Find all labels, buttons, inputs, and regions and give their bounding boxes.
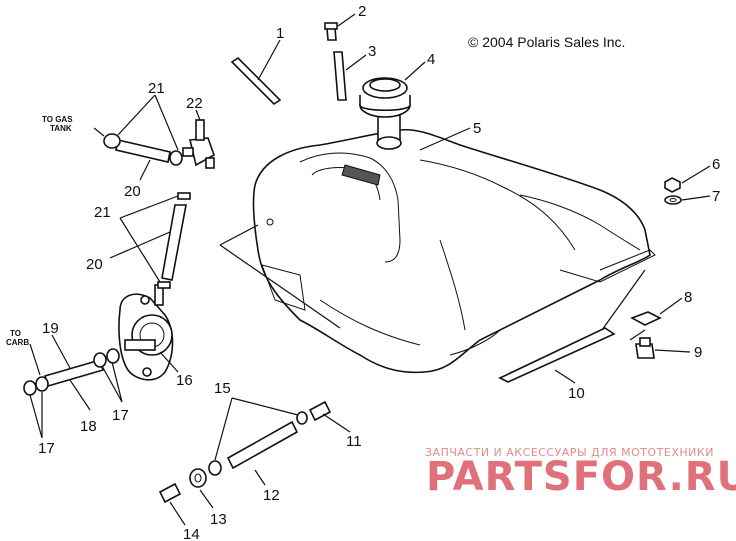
callout-20-upper: 20 [124, 183, 141, 200]
mounting-pad [630, 311, 662, 326]
routing-notes: TO GAS TANK TO CARB [6, 115, 73, 347]
nut [664, 177, 681, 193]
callout-19: 19 [42, 320, 59, 337]
callout-9: 9 [694, 344, 702, 361]
leader-lines [29, 13, 711, 526]
watermark: ЗАПЧАСТИ И АКСЕССУАРЫ ДЛЯ МОТОТЕХНИКИ PA… [425, 446, 736, 500]
callout-21-upper: 21 [148, 80, 165, 97]
callout-5: 5 [473, 120, 481, 137]
vent-hose [333, 51, 347, 101]
fitting-11 [296, 400, 332, 425]
callout-16: 16 [176, 372, 193, 389]
bolt [635, 337, 655, 359]
callout-12: 12 [263, 487, 280, 504]
gas-cap [359, 77, 411, 118]
callout-6: 6 [712, 156, 720, 173]
fuel-valve [118, 284, 174, 381]
washer [664, 195, 682, 205]
upper-hose [103, 133, 183, 166]
to-carb-note-line2: CARB [6, 338, 29, 347]
callout-10: 10 [568, 385, 585, 402]
callout-14: 14 [183, 526, 200, 541]
callout-20-lower: 20 [86, 256, 103, 273]
clamp-15 [208, 460, 222, 476]
tank-strap-10 [498, 327, 616, 383]
callout-3: 3 [368, 43, 376, 60]
callout-8: 8 [684, 289, 692, 306]
watermark-subtitle: ЗАПЧАСТИ И АКСЕССУАРЫ ДЛЯ МОТОТЕХНИКИ [425, 446, 714, 459]
callout-7: 7 [712, 188, 720, 205]
tank-strap-1 [230, 56, 282, 106]
callout-1: 1 [276, 25, 284, 42]
lower-hose [157, 192, 191, 289]
callout-17-left: 17 [38, 440, 55, 457]
copyright-text: © 2004 Polaris Sales Inc. [468, 34, 625, 50]
watermark-brand: PARTSFOR.RU [426, 454, 736, 500]
callout-numbers: 1 2 3 4 5 6 7 8 9 10 11 12 13 14 15 16 1… [38, 3, 720, 541]
callout-2: 2 [358, 3, 366, 20]
clamp-13 [189, 468, 207, 488]
to-gas-tank-note-line1: TO GAS [42, 115, 73, 124]
fitting-14 [158, 482, 182, 504]
callout-22: 22 [186, 95, 203, 112]
fuel-tank [252, 114, 656, 374]
callout-13: 13 [210, 511, 227, 528]
vent-line [226, 420, 299, 470]
callout-4: 4 [427, 51, 435, 68]
callout-21-lower: 21 [94, 204, 111, 221]
to-gas-tank-note-line2: TANK [50, 124, 72, 133]
callout-17-right: 17 [112, 407, 129, 424]
vent-fitting [324, 22, 338, 41]
fuel-filter [182, 119, 215, 169]
callout-15: 15 [214, 380, 231, 397]
to-carb-note-line1: TO [10, 329, 21, 338]
callout-11: 11 [346, 433, 362, 450]
callout-18: 18 [80, 418, 97, 435]
